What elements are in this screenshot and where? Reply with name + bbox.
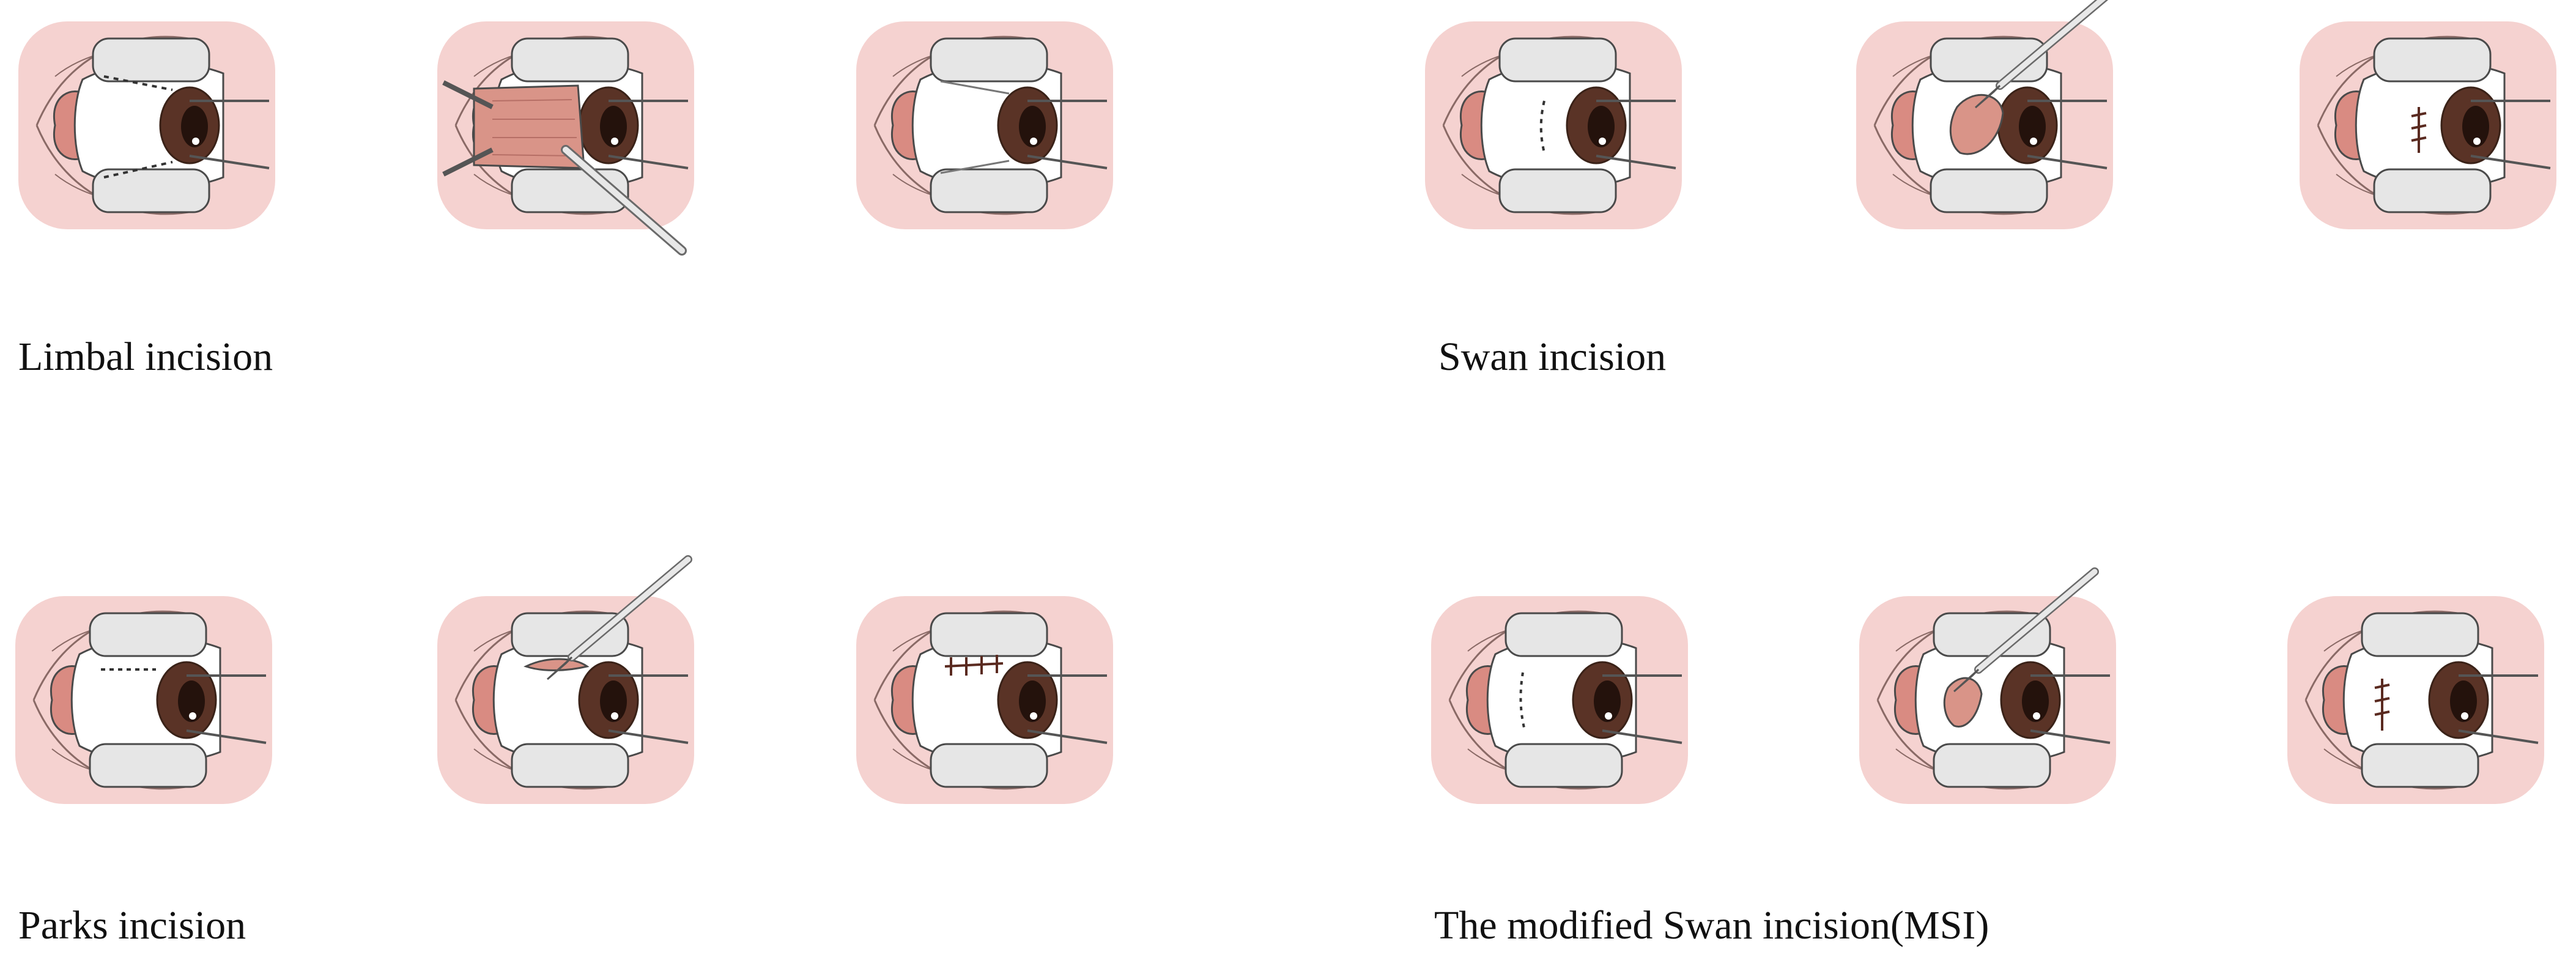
- parks-step2-eye: [436, 559, 695, 805]
- limbal-step2-eye: [436, 20, 695, 256]
- limbal-caption: Limbal incision: [18, 334, 273, 379]
- swan-incision-panel: Swan incision: [1424, 0, 2558, 379]
- parks-step1-eye: [14, 595, 273, 805]
- parks-incision-panel: Parks incision: [14, 559, 1114, 948]
- swan-step3-eye: [2298, 20, 2558, 230]
- swan-step2-eye: [1855, 0, 2116, 230]
- limbal-step1-eye: [17, 20, 276, 230]
- swan-caption: Swan incision: [1438, 334, 1666, 379]
- msi-caption: The modified Swan incision(MSI): [1434, 903, 1989, 948]
- msi-step3-eye: [2286, 595, 2545, 805]
- parks-caption: Parks incision: [18, 903, 246, 948]
- limbal-step3-eye: [855, 20, 1114, 230]
- swan-step1-eye: [1424, 20, 1683, 230]
- msi-incision-panel: The modified Swan incision(MSI): [1430, 572, 2545, 948]
- msi-step2-eye: [1858, 572, 2117, 805]
- msi-step1-eye: [1430, 595, 1689, 805]
- parks-step3-eye: [855, 595, 1114, 805]
- limbal-incision-panel: Limbal incision: [17, 20, 1114, 379]
